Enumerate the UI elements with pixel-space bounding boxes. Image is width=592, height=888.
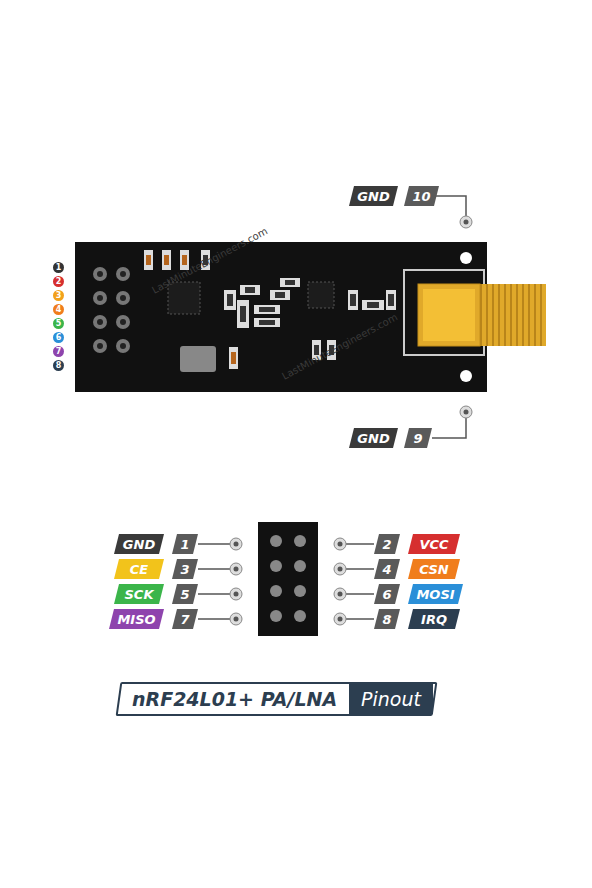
title-tag: Pinout	[349, 684, 433, 714]
pin-label: 3	[180, 562, 189, 577]
pin-number: 3	[53, 290, 64, 301]
pin-number: 8	[53, 360, 64, 371]
pin-label: 1	[180, 537, 189, 552]
pin-number: 1	[53, 262, 64, 273]
sma-body	[418, 284, 480, 346]
pin-label: 2	[382, 537, 391, 552]
pin-label: MOSI	[416, 587, 454, 602]
pin-badge: MISO	[109, 609, 164, 629]
pin-badge: CSN	[408, 559, 460, 579]
sma-thread	[480, 284, 546, 346]
pin-badge: 3	[172, 559, 198, 579]
pin-label: 4	[382, 562, 391, 577]
pin-number: 6	[53, 332, 64, 343]
pin-badge: 10	[404, 186, 439, 206]
pin-badge: CE	[114, 559, 164, 579]
title-box: nRF24L01+ PA/LNA Pinout	[116, 682, 438, 716]
pin-number: 7	[53, 346, 64, 357]
pin-label: 6	[382, 587, 391, 602]
pin-badge: 5	[172, 584, 198, 604]
pin-number: 2	[53, 276, 64, 287]
pin-badge: GND	[114, 534, 164, 554]
pin-label: SCK	[125, 587, 154, 602]
leader-line	[432, 418, 466, 438]
pcb	[75, 242, 487, 392]
pin-badge: 9	[404, 428, 432, 448]
pin-badge: GND	[349, 428, 398, 448]
mount-hole	[460, 370, 472, 382]
pin-label: GND	[357, 431, 389, 446]
pin-badge: 6	[374, 584, 400, 604]
pin-badge: 2	[374, 534, 400, 554]
pin-badge: 8	[374, 609, 400, 629]
pin-badge: 4	[374, 559, 400, 579]
pin-badge: SCK	[114, 584, 164, 604]
pin-number: 5	[53, 318, 64, 329]
leader-line	[432, 196, 466, 216]
pin-label: CE	[130, 562, 148, 577]
pin-label: IRQ	[421, 612, 447, 627]
pin-label: GND	[357, 189, 389, 204]
pin-label: MISO	[117, 612, 155, 627]
pin-label: 10	[412, 189, 430, 204]
mount-hole	[460, 252, 472, 264]
pin-header	[258, 522, 318, 636]
pin-badge: MOSI	[408, 584, 463, 604]
leader-lines	[198, 544, 374, 619]
pin-badge: GND	[349, 186, 398, 206]
pin-badge: 7	[172, 609, 198, 629]
pin-label: 7	[180, 612, 189, 627]
header-hole-centers	[97, 271, 126, 349]
pin-label: CSN	[419, 562, 448, 577]
pin-badge: VCC	[408, 534, 460, 554]
header-holes	[93, 267, 130, 353]
title: nRF24L01+ PA/LNA	[120, 684, 349, 714]
sma-face	[423, 289, 475, 341]
pin-label: 8	[382, 612, 391, 627]
header-pins	[270, 535, 306, 622]
pin-label: 9	[413, 431, 422, 446]
pin-label: VCC	[419, 537, 448, 552]
pin-badge: 1	[172, 534, 198, 554]
pin-dots	[230, 538, 346, 625]
pin-number: 4	[53, 304, 64, 315]
connector-pad	[404, 270, 484, 355]
pin-label: 5	[180, 587, 189, 602]
pin-label: GND	[123, 537, 155, 552]
pin-badge: IRQ	[408, 609, 460, 629]
